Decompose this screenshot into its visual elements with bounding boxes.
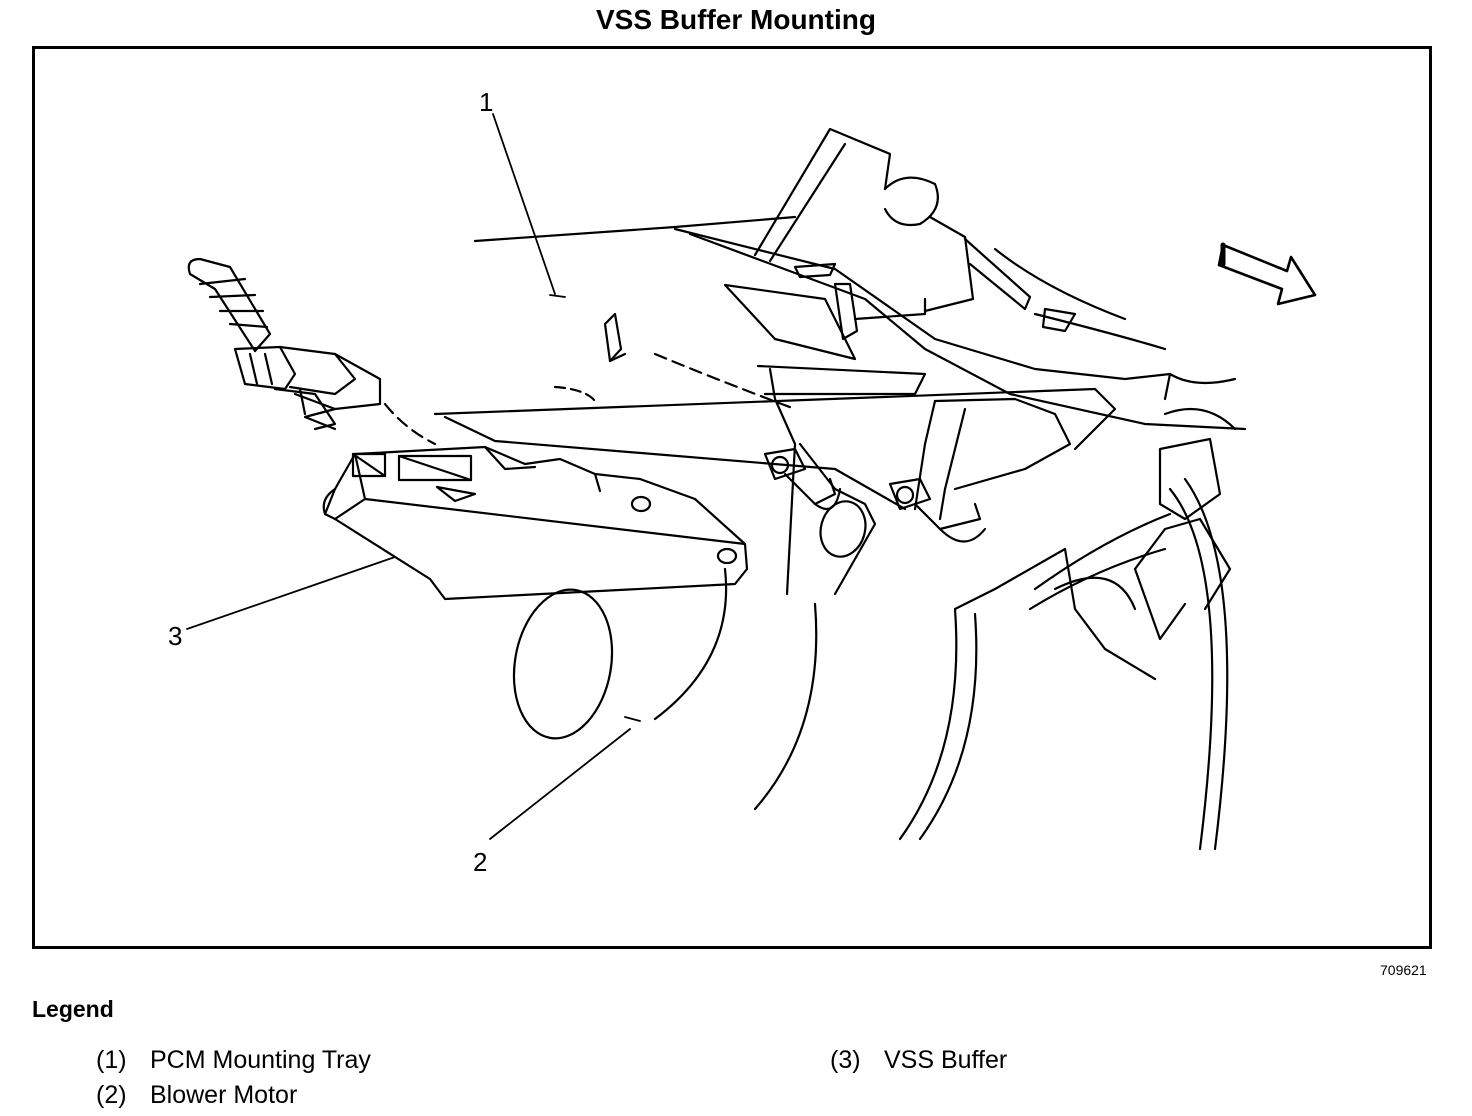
callout-3: 3 — [168, 621, 182, 651]
legend-item-3: (3) VSS Buffer — [830, 1046, 1007, 1075]
leader-lines — [186, 113, 641, 840]
figure-number: 709621 — [1380, 962, 1427, 978]
legend-item-label: VSS Buffer — [884, 1046, 1008, 1074]
diagram-frame: 1 2 3 — [32, 46, 1432, 949]
wiring-harness-connector — [187, 257, 437, 446]
diagram-title: VSS Buffer Mounting — [596, 4, 876, 35]
callout-1: 1 — [479, 87, 493, 117]
vss-buffer — [322, 445, 749, 601]
mounting-stud-right — [888, 477, 987, 543]
exploded-view-illustration: 1 2 3 — [168, 87, 1317, 877]
mounting-stud-left — [763, 447, 842, 511]
legend-item-2: (2) Blower Motor — [96, 1081, 297, 1110]
blower-resistor — [1133, 407, 1237, 641]
legend-item-number: (1) — [96, 1046, 127, 1074]
legend-item-number: (2) — [96, 1081, 127, 1109]
legend-item-label: Blower Motor — [150, 1081, 298, 1109]
pcm-mounting-tray — [433, 127, 1247, 596]
legend-item-label: PCM Mounting Tray — [150, 1046, 371, 1074]
legend-item-number: (3) — [830, 1046, 861, 1074]
forward-direction-arrow-icon — [1217, 242, 1317, 306]
housing-ring-top-right — [993, 247, 1237, 385]
callout-2: 2 — [473, 847, 487, 877]
blower-motor — [512, 477, 1229, 851]
legend-title: Legend — [32, 996, 114, 1022]
legend-item-1: (1) PCM Mounting Tray — [96, 1046, 371, 1075]
